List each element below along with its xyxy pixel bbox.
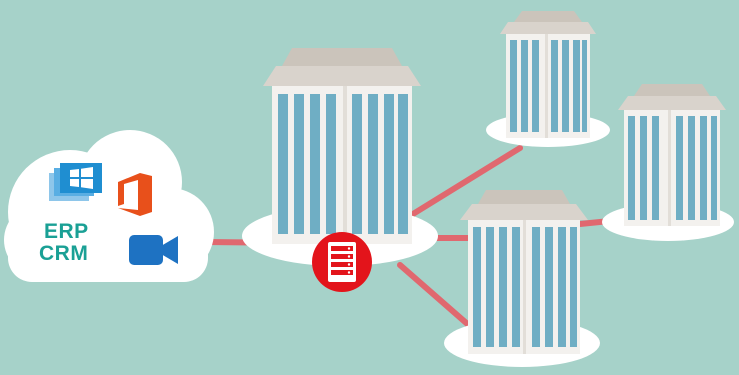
- cloud-label-erp: ERP: [44, 220, 89, 243]
- cloud: [4, 130, 214, 282]
- cloud-label-crm: CRM: [39, 242, 89, 265]
- link-hub-to-top-branch: [397, 145, 523, 225]
- branch-building-bottom: [444, 190, 600, 367]
- office-icon: [118, 173, 152, 216]
- branch-building-top: [486, 11, 610, 147]
- server-hub: [312, 232, 372, 292]
- branch-building-right: [602, 84, 734, 241]
- main-office-building: [242, 48, 438, 266]
- windows-icon: [49, 163, 102, 201]
- link-hub-to-bottom-branch: [397, 262, 483, 338]
- server-rack-icon: [328, 242, 356, 282]
- video-camera-icon: [129, 235, 178, 265]
